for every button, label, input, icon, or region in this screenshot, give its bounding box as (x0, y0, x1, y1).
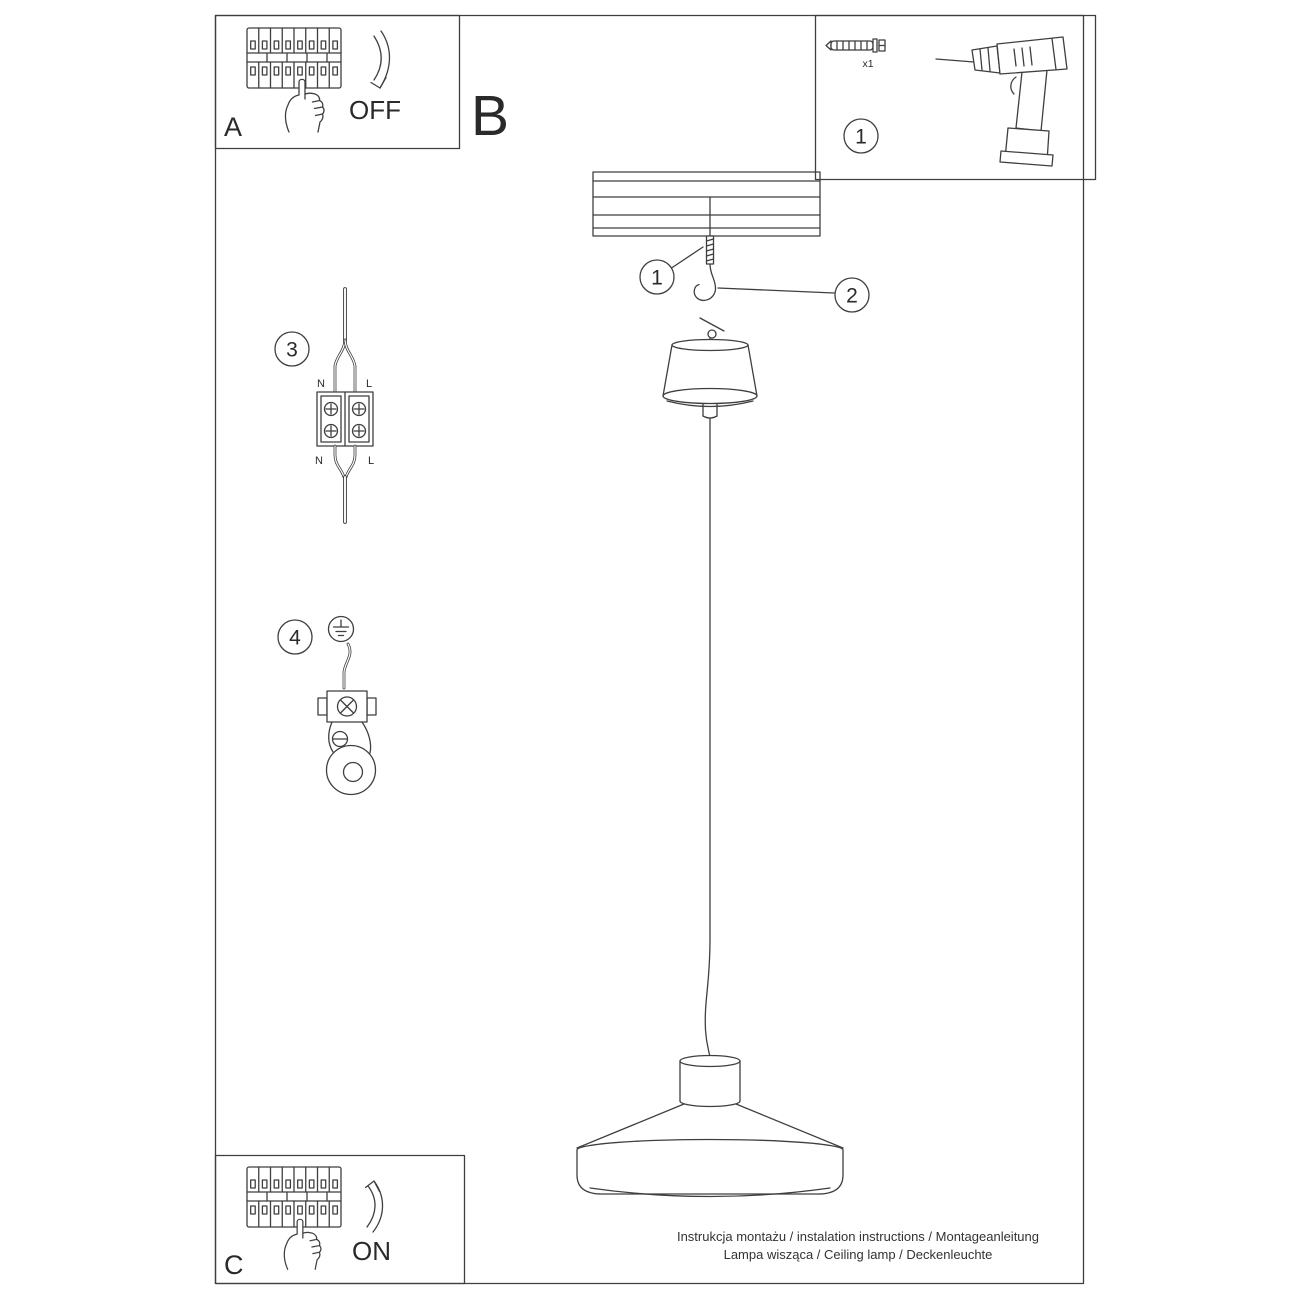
svg-text:1: 1 (855, 126, 867, 149)
svg-text:1: 1 (651, 267, 663, 290)
drill-icon (935, 36, 1068, 167)
on-label: ON (352, 1236, 391, 1266)
panel-a-frame (214, 14, 461, 150)
callout-badge-3: 3 (274, 331, 310, 367)
footer-line-2: Lampa wisząca / Ceiling lamp / Deckenleu… (724, 1247, 993, 1262)
panel-c-frame (214, 1154, 466, 1285)
panel-step-a: A OFF (214, 14, 461, 150)
callout-badge-4: 4 (277, 619, 313, 655)
ceiling-icon (592, 171, 821, 237)
page-frame (214, 14, 1085, 1285)
terminal-block-icon (316, 391, 374, 447)
label-n-top: N (317, 378, 325, 390)
wire-connector-diagram: 3 N L N L (274, 287, 374, 524)
label-n-bottom: N (315, 455, 323, 467)
anchor-quantity: x1 (862, 58, 873, 70)
arrow-down-icon (370, 30, 391, 89)
off-label: OFF (349, 95, 401, 125)
pendant-cable (704, 417, 711, 1059)
parts-box-frame (814, 14, 1097, 181)
label-l-bottom: L (368, 455, 374, 467)
earth-symbol-icon (327, 615, 355, 643)
earth-connector-diagram: 4 (277, 615, 377, 796)
footer-line-1: Instrukcja montażu / instalation instruc… (677, 1229, 1039, 1244)
hook-screw-icon (693, 235, 717, 301)
step-c-label: C (224, 1250, 244, 1280)
lamp-shade-icon (576, 1103, 844, 1198)
leader-line-1 (669, 246, 704, 270)
callout-badge-2: 2 (834, 277, 870, 313)
footer: Instrukcja montażu / instalation instruc… (677, 1229, 1039, 1262)
canopy-icon (662, 338, 758, 419)
panel-step-c: C ON (214, 1154, 466, 1285)
step-b-label: B (471, 84, 509, 148)
step-a-label: A (224, 112, 242, 142)
lamp-holder-icon (679, 1054, 741, 1108)
breaker-panel-icon (246, 27, 342, 89)
cord-loop-icon (699, 317, 725, 343)
earth-terminal-icon (317, 690, 377, 796)
leader-line-2 (717, 287, 835, 294)
callout-badge-1-parts: 1 (843, 118, 879, 154)
svg-text:3: 3 (286, 339, 298, 362)
hand-press-icon (284, 78, 325, 133)
svg-text:4: 4 (289, 627, 301, 650)
breaker-panel-icon-c (246, 1166, 342, 1228)
svg-text:2: 2 (846, 285, 858, 308)
callout-badge-1: 1 (639, 259, 675, 295)
arrow-up-icon (364, 1180, 384, 1233)
parts-box: x1 1 (814, 14, 1097, 181)
label-l-top: L (366, 378, 372, 390)
wall-anchor-icon (825, 38, 886, 53)
